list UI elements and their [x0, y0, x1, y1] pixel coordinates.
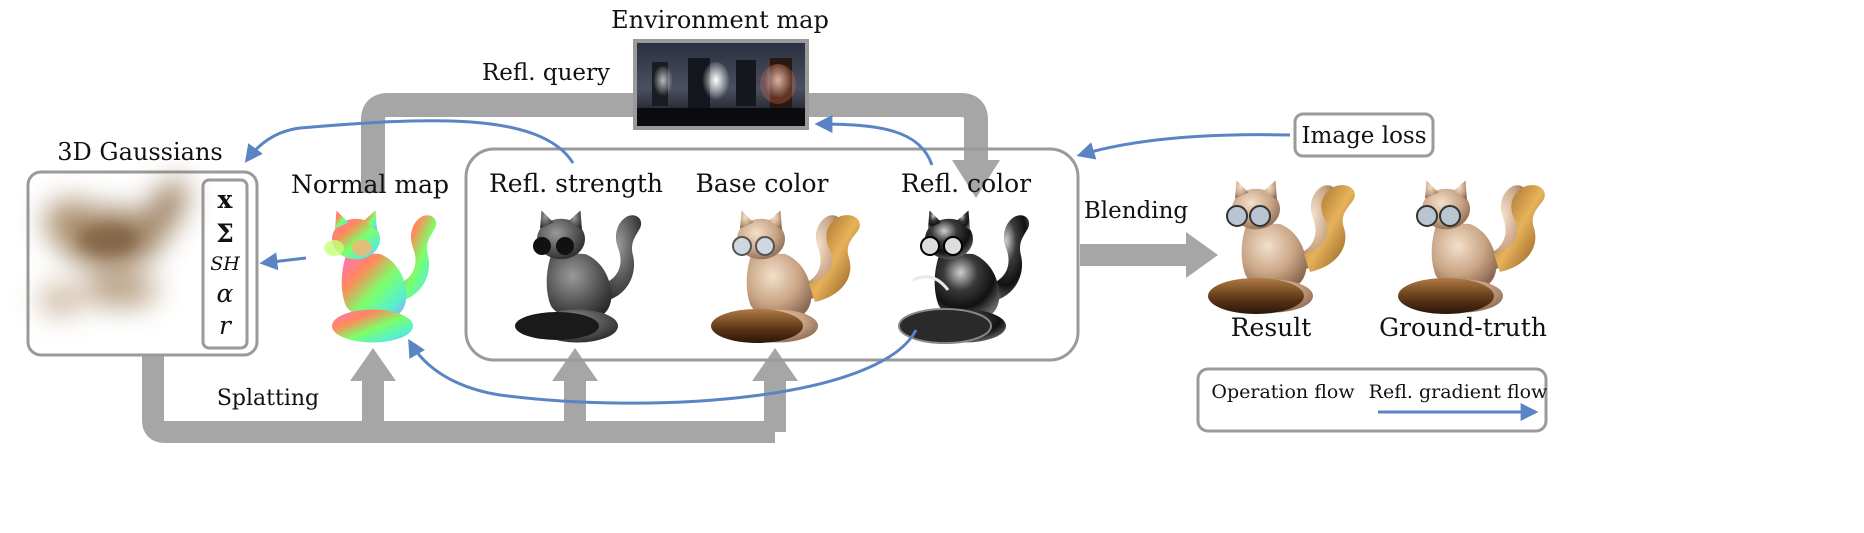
result-label: Result [1231, 313, 1312, 342]
base-color-cat-image [711, 210, 860, 343]
param-sigma: Σ [216, 219, 234, 248]
image-loss-box [1293, 112, 1435, 158]
normal-map-label: Normal map [291, 170, 449, 199]
params-box [201, 178, 249, 350]
normal-map-cat-image [324, 210, 437, 343]
param-x: x [218, 185, 234, 214]
legend-gradient-flow-label: Refl. gradient flow [1369, 381, 1548, 403]
legend-box [1196, 367, 1548, 433]
base-color-label: Base color [696, 169, 829, 198]
refl-query-label: Refl. query [482, 60, 610, 86]
param-sh: SH [210, 253, 240, 275]
param-alpha: α [217, 279, 234, 308]
ground-truth-label: Ground-truth [1379, 313, 1547, 342]
gaussians-3d-label: 3D Gaussians [57, 138, 222, 166]
blending-label: Blending [1084, 198, 1189, 224]
param-r: r [219, 311, 233, 340]
reflection-color-cat-image [898, 210, 1030, 344]
gaussian-blob-image [40, 179, 187, 314]
splatting-label: Splatting [217, 386, 319, 411]
environment-map-panorama [633, 39, 809, 130]
result-cat-image [1208, 180, 1355, 314]
maps-box [464, 147, 1080, 362]
refl-strength-label: Refl. strength [489, 169, 663, 198]
ground-truth-cat-image [1398, 180, 1545, 314]
operation-flow-paths [142, 93, 1340, 443]
legend-operation-flow-label: Operation flow [1211, 381, 1355, 403]
gradient-flow-arrows [244, 115, 1539, 421]
refl-color-label: Refl. color [901, 169, 1031, 198]
image-loss-label: Image loss [1301, 123, 1426, 149]
reflection-strength-cat-image [515, 210, 642, 343]
environment-map-label: Environment map [611, 6, 829, 34]
